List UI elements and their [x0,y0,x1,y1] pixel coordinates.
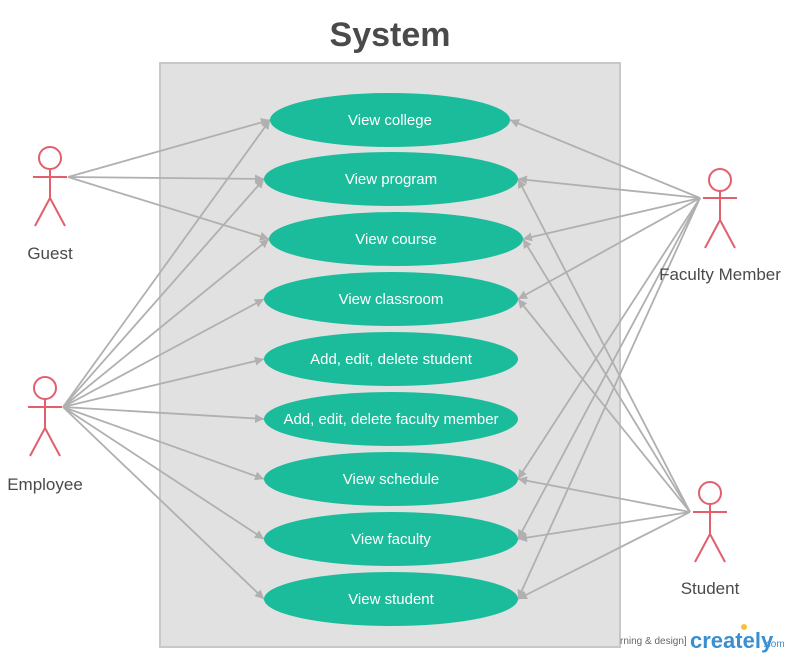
actor-label: Faculty Member [659,265,781,284]
actor-guest[interactable]: Guest [27,146,73,263]
association-line-faculty-schedule [517,197,701,480]
actor-faculty-member[interactable]: Faculty Member [659,168,781,284]
use-case-view-student[interactable]: View student [264,572,518,626]
association-line-faculty-classroom [517,197,701,300]
association-line-faculty-program [517,175,701,199]
association-line-faculty-student_view [517,197,701,600]
actor-label: Guest [27,244,73,263]
association-line-guest-course [67,176,270,241]
use-case-label: Add, edit, delete faculty member [283,411,498,428]
use-case-view-classroom[interactable]: View classroom [264,272,518,326]
use-case-label: View classroom [339,291,444,308]
association-line-employee-faculty_view [62,406,265,540]
association-line-employee-classroom [62,298,265,408]
associations [62,118,701,600]
association-line-student-faculty_view [517,511,691,543]
creately-watermark: rning & design] creately .com [620,624,785,653]
stick-figure-icon [33,146,67,227]
association-line-employee-add_faculty [62,406,265,423]
creately-logo: creately [690,628,774,653]
actor-label: Student [681,579,740,598]
use-case-label: View program [345,171,437,188]
stick-figure-icon [28,376,62,457]
use-case-view-faculty[interactable]: View faculty [264,512,518,566]
use-case-add-edit-delete-faculty-member[interactable]: Add, edit, delete faculty member [264,392,518,446]
system-title: System [330,16,451,54]
use-case-view-program[interactable]: View program [264,152,518,206]
actor-student[interactable]: Student [681,481,740,598]
association-line-faculty-course [522,197,701,242]
use-case-view-course[interactable]: View course [269,212,523,266]
use-case-label: View course [355,231,436,248]
use-case-label: View faculty [351,531,431,548]
use-case-label: Add, edit, delete student [310,351,473,368]
association-line-faculty-faculty_view [517,197,701,540]
actor-label: Employee [7,475,83,494]
association-line-employee-college [62,119,271,408]
use-cases: View college View program View course Vi… [264,93,523,626]
use-case-view-schedule[interactable]: View schedule [264,452,518,506]
watermark-text: rning & design] [620,636,687,647]
use-case-add-edit-delete-student[interactable]: Add, edit, delete student [264,332,518,386]
use-case-label: View schedule [343,471,439,488]
use-case-label: View student [348,591,434,608]
association-line-student-program [517,178,691,513]
association-line-student-schedule [517,476,691,513]
sun-icon [741,624,747,630]
stick-figure-icon [703,168,737,249]
association-line-student-course [522,238,691,513]
association-line-employee-student_view [62,406,265,600]
association-line-employee-course [62,238,270,408]
actor-employee[interactable]: Employee [7,376,83,494]
creately-suffix: .com [763,639,785,650]
association-line-student-student_view [517,511,691,600]
association-line-employee-schedule [62,406,265,481]
use-case-label: View college [348,112,432,129]
association-line-guest-college [67,118,271,178]
use-case-view-college[interactable]: View college [270,93,510,147]
association-line-guest-program [67,174,265,184]
association-line-student-classroom [517,298,691,513]
association-line-faculty-college [509,119,701,199]
stick-figure-icon [693,481,727,563]
association-line-employee-program [62,178,265,408]
association-line-employee-add_student [62,356,265,408]
